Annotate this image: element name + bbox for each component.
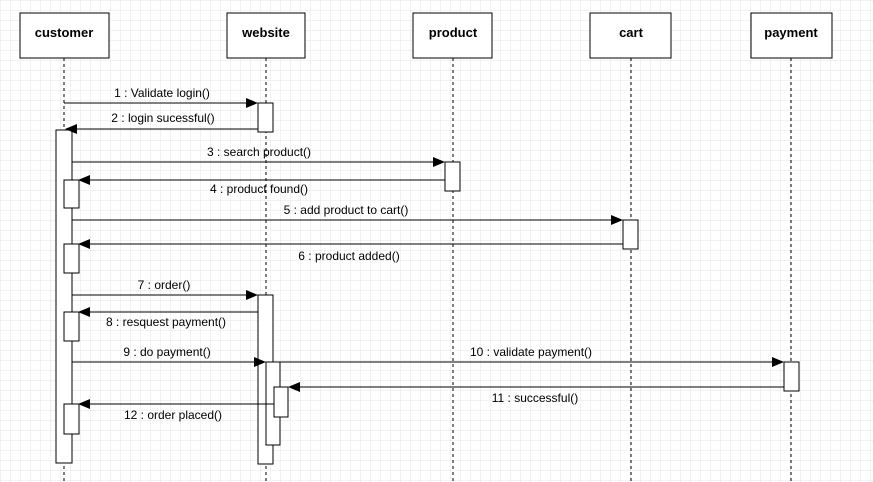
lifeline-product-label: product xyxy=(429,25,478,40)
lifeline-website-label: website xyxy=(241,25,290,40)
activation-customer-8 xyxy=(63,311,80,342)
message-3-label: 3 : search product() xyxy=(207,145,311,159)
activation-product-3 xyxy=(444,161,461,192)
lifeline-customer[interactable]: customer xyxy=(19,12,110,59)
lifeline-product[interactable]: product xyxy=(412,12,493,59)
message-5-label: 5 : add product to cart() xyxy=(284,203,409,217)
message-1-label: 1 : Validate login() xyxy=(114,86,210,100)
lifeline-cart[interactable]: cart xyxy=(589,12,672,59)
activation-customer-main xyxy=(55,129,73,464)
activation-payment-10 xyxy=(783,361,800,392)
message-4-label: 4 : product found() xyxy=(210,182,308,196)
message-6-label: 6 : product added() xyxy=(298,249,399,263)
activation-customer-6 xyxy=(63,243,80,274)
message-11-label: 11 : successful() xyxy=(492,391,578,405)
lifeline-payment[interactable]: payment xyxy=(750,12,833,59)
activation-customer-4 xyxy=(63,179,80,209)
activation-website-1 xyxy=(257,102,274,133)
message-8-label: 8 : resquest payment() xyxy=(106,315,226,329)
lifeline-customer-label: customer xyxy=(35,25,94,40)
lifeline-cart-label: cart xyxy=(619,25,644,40)
message-12-label: 12 : order placed() xyxy=(124,408,222,422)
activation-website-11 xyxy=(273,386,289,418)
activation-cart-5 xyxy=(622,219,639,250)
message-2-label: 2 : login sucessful() xyxy=(111,111,214,125)
message-7-label: 7 : order() xyxy=(138,278,191,292)
lifeline-website[interactable]: website xyxy=(226,12,306,59)
message-10-label: 10 : validate payment() xyxy=(470,345,592,359)
activation-customer-12 xyxy=(63,403,80,435)
lifeline-payment-label: payment xyxy=(764,25,818,40)
message-9-label: 9 : do payment() xyxy=(123,345,210,359)
